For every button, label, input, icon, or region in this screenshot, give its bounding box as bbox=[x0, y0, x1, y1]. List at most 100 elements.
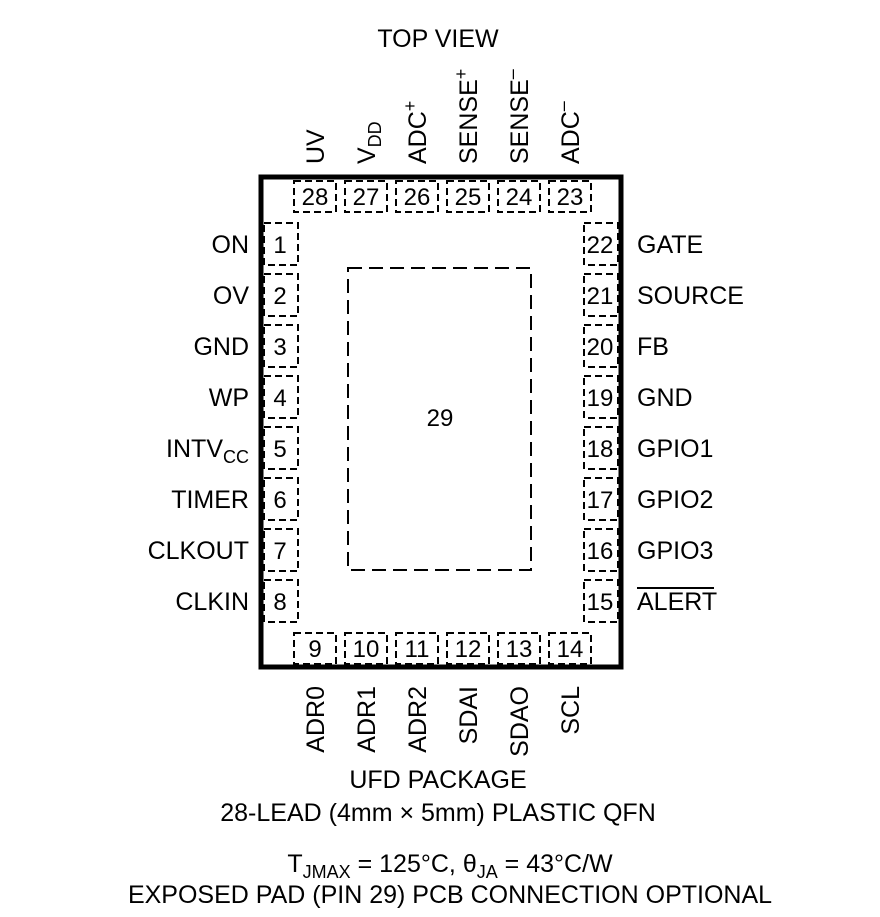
pin-number-22: 22 bbox=[587, 232, 614, 259]
pin-number-1: 1 bbox=[273, 232, 286, 259]
package-name: UFD PACKAGE bbox=[349, 766, 526, 794]
pin-number-19: 19 bbox=[587, 385, 614, 412]
pin-label-superscript: – bbox=[502, 69, 522, 79]
pin-number-4: 4 bbox=[273, 385, 286, 412]
pin-number-5: 5 bbox=[273, 436, 286, 463]
pin-pad-7 bbox=[263, 528, 299, 572]
pin-label-16: GPIO3 bbox=[637, 537, 713, 565]
pin-number-26: 26 bbox=[404, 184, 431, 211]
pin-label-5: INTVCC bbox=[166, 435, 249, 467]
pin-label-2: OV bbox=[213, 282, 249, 310]
pin-label-28: UV bbox=[302, 129, 330, 164]
pin-number-13: 13 bbox=[506, 636, 533, 663]
pin-pad-14 bbox=[548, 632, 592, 665]
pin-pad-20 bbox=[583, 324, 619, 368]
pin-label-13: SDAO bbox=[506, 686, 534, 757]
pin-label-main: ADC bbox=[557, 111, 585, 164]
pin-number-20: 20 bbox=[587, 334, 614, 361]
pin-number-24: 24 bbox=[506, 184, 533, 211]
pin-number-15: 15 bbox=[587, 589, 614, 616]
pin-label-main: TIMER bbox=[171, 486, 249, 514]
theta-subscript: JA bbox=[477, 862, 498, 882]
pin-pad-19 bbox=[583, 375, 619, 419]
pin-label-11: ADR2 bbox=[404, 686, 432, 753]
pin-number-6: 6 bbox=[273, 487, 286, 514]
pin-label-12: SDAI bbox=[455, 686, 483, 744]
pin-label-7: CLKOUT bbox=[148, 537, 249, 565]
pin-label-main: WP bbox=[209, 384, 249, 412]
package-outline bbox=[258, 174, 624, 670]
pin-pad-16 bbox=[583, 528, 619, 572]
pin-label-main: SENSE bbox=[506, 79, 534, 164]
pin-pad-10 bbox=[344, 632, 388, 665]
pin-number-23: 23 bbox=[557, 184, 584, 211]
pin-number-16: 16 bbox=[587, 538, 614, 565]
pins-layer: 1ON2OV3GND4WP5INTVCC6TIMER7CLKOUT8CLKIN2… bbox=[148, 69, 744, 757]
pin-pad-6 bbox=[263, 477, 299, 521]
pin-label-22: GATE bbox=[637, 231, 703, 259]
pin-label-3: GND bbox=[193, 333, 249, 361]
pin-pad-2 bbox=[263, 273, 299, 317]
pin-number-25: 25 bbox=[455, 184, 482, 211]
pin-label-main: SENSE bbox=[455, 79, 483, 164]
pin-label-main: CLKOUT bbox=[148, 537, 249, 565]
pin-number-27: 27 bbox=[353, 184, 380, 211]
pin-label-23: ADC– bbox=[553, 101, 585, 164]
pin-label-27: VDD bbox=[353, 121, 385, 164]
pin-pad-5 bbox=[263, 426, 299, 470]
pin-pad-22 bbox=[583, 222, 619, 266]
pin-label-main: GND bbox=[193, 333, 249, 361]
pin-pad-4 bbox=[263, 375, 299, 419]
pin-label-1: ON bbox=[212, 231, 250, 259]
pin-pad-9 bbox=[293, 632, 337, 665]
pin-label-main: OV bbox=[213, 282, 249, 310]
pin-number-3: 3 bbox=[273, 334, 286, 361]
pin-label-superscript: + bbox=[400, 101, 420, 112]
pin-number-12: 12 bbox=[455, 636, 482, 663]
tj-value: = 125°C, bbox=[351, 850, 463, 878]
pin-label-main: ON bbox=[212, 231, 250, 259]
pin-number-8: 8 bbox=[273, 589, 286, 616]
pin-pad-13 bbox=[497, 632, 541, 665]
pin-label-15: ALERT bbox=[637, 588, 717, 616]
pin-number-17: 17 bbox=[587, 487, 614, 514]
pin-pad-8 bbox=[263, 579, 299, 623]
pin-label-26: ADC+ bbox=[400, 101, 432, 164]
pin-label-24: SENSE– bbox=[502, 69, 534, 164]
pin-label-9: ADR0 bbox=[302, 686, 330, 753]
pin-label-20: FB bbox=[637, 333, 669, 361]
theta-value: = 43°C/W bbox=[498, 850, 613, 878]
pin-number-7: 7 bbox=[273, 538, 286, 565]
pin-number-9: 9 bbox=[308, 636, 321, 663]
pin-label-21: SOURCE bbox=[637, 282, 744, 310]
diagram-title: TOP VIEW bbox=[377, 25, 499, 53]
pin-label-main: CLKIN bbox=[175, 588, 249, 616]
pin-pad-18 bbox=[583, 426, 619, 470]
pin-label-6: TIMER bbox=[171, 486, 249, 514]
pin-number-10: 10 bbox=[353, 636, 380, 663]
tj-subscript: JMAX bbox=[303, 862, 351, 882]
pin-label-main: UV bbox=[302, 129, 330, 164]
pin-pad-27 bbox=[344, 180, 388, 213]
theta-symbol: θ bbox=[463, 850, 477, 878]
pin-label-8: CLKIN bbox=[175, 588, 249, 616]
exposed-pad-number: 29 bbox=[427, 405, 454, 432]
pin-pad-26 bbox=[395, 180, 439, 213]
pin-pad-28 bbox=[293, 180, 337, 213]
exposed-pad-note: EXPOSED PAD (PIN 29) PCB CONNECTION OPTI… bbox=[128, 881, 772, 909]
pin-number-11: 11 bbox=[405, 636, 430, 663]
pin-pad-3 bbox=[263, 324, 299, 368]
pin-label-superscript: + bbox=[451, 69, 471, 80]
pin-pad-15 bbox=[583, 579, 619, 623]
pin-number-14: 14 bbox=[557, 636, 584, 663]
pin-label-18: GPIO1 bbox=[637, 435, 713, 463]
pin-label-14: SCL bbox=[557, 686, 585, 735]
tj-symbol: T bbox=[287, 850, 302, 878]
pin-label-10: ADR1 bbox=[353, 686, 381, 753]
pin-label-main: ADC bbox=[404, 111, 432, 164]
pin-number-21: 21 bbox=[587, 283, 614, 310]
pin-pad-23 bbox=[548, 180, 592, 213]
pin-pad-17 bbox=[583, 477, 619, 521]
